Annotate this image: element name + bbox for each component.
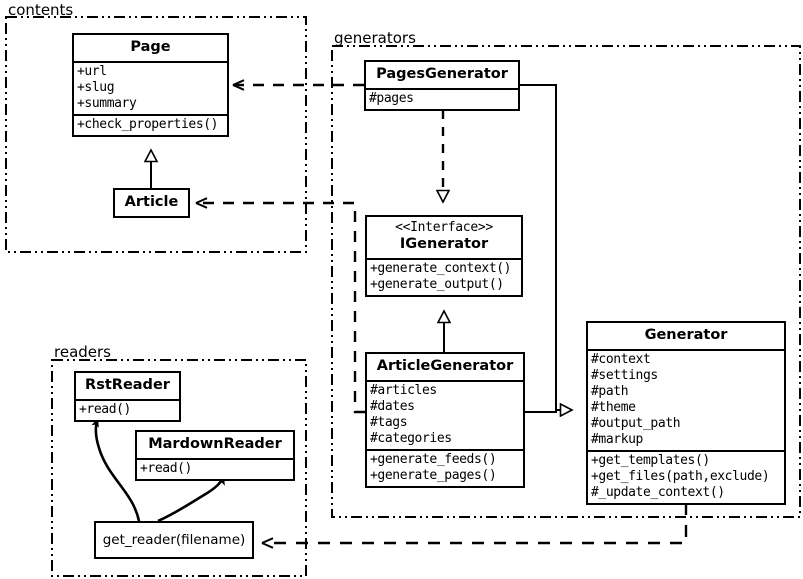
operation-row: +generate_pages(): [370, 467, 497, 483]
attribute-row: #categories: [370, 430, 452, 446]
operation-row: +get_templates(): [591, 452, 710, 468]
class-box-mardown-reader[interactable]: MardownReader +read(): [135, 430, 295, 481]
attribute-row: #markup: [591, 431, 643, 447]
operation-row: +generate_context(): [370, 260, 512, 276]
class-stereotype-igenerator: <<Interface>>: [395, 220, 493, 235]
class-box-article-generator[interactable]: ArticleGenerator #articles #dates #tags …: [365, 352, 525, 488]
class-title-page: Page: [130, 39, 171, 55]
operation-row: +generate_output(): [370, 276, 504, 292]
attribute-row: #articles: [370, 382, 437, 398]
class-attributes-generator: #context #settings #path #theme #output_…: [588, 348, 784, 450]
class-name-igenerator: IGenerator: [399, 235, 489, 252]
attribute-row: +slug: [77, 79, 115, 95]
operation-row: #_update_context(): [591, 484, 725, 500]
relationship-get-reader-returns-rst-reader: [91, 417, 141, 522]
relationship-get-reader-returns-mardown-reader: [157, 475, 226, 523]
attribute-row: +url: [77, 63, 107, 79]
class-attributes-page: +url +slug +summary: [74, 60, 227, 114]
attribute-row: #tags: [370, 414, 408, 430]
class-title-mardown-reader: MardownReader: [148, 436, 282, 452]
class-title-igenerator: <<Interface>> IGenerator: [367, 217, 521, 258]
relationship-articlegenerator-extends-generator: [525, 410, 557, 413]
class-title-generator: Generator: [644, 327, 728, 343]
attribute-row: #dates: [370, 398, 415, 414]
operation-row: +get_files(path,exclude): [591, 468, 770, 484]
class-title-article-generator: ArticleGenerator: [376, 358, 514, 374]
attribute-row: #output_path: [591, 415, 681, 431]
class-box-page[interactable]: Page +url +slug +summary +check_properti…: [72, 33, 229, 137]
class-operations-page: +check_properties(): [74, 113, 227, 135]
class-title-pages-generator: PagesGenerator: [376, 66, 508, 82]
class-attributes-pages-generator: #pages: [366, 87, 518, 109]
class-box-igenerator[interactable]: <<Interface>> IGenerator +generate_conte…: [365, 215, 523, 297]
class-operations-igenerator: +generate_context() +generate_output(): [367, 257, 521, 295]
class-operations-article-generator: +generate_feeds() +generate_pages(): [367, 448, 523, 486]
class-box-pages-generator[interactable]: PagesGenerator #pages: [364, 60, 520, 111]
class-attributes-article-generator: #articles #dates #tags #categories: [367, 379, 523, 449]
attribute-row: #settings: [591, 367, 658, 383]
attribute-row: #pages: [369, 90, 414, 106]
class-operations-generator: +get_templates() +get_files(path,exclude…: [588, 449, 784, 503]
class-box-article[interactable]: Article: [113, 188, 190, 218]
relationship-articlegenerator-uses-article: [195, 197, 365, 414]
package-label-generators: generators: [334, 29, 416, 47]
class-operations-mardown-reader: +read(): [137, 457, 293, 479]
operation-row: +read(): [140, 460, 192, 476]
package-label-readers: readers: [54, 343, 111, 361]
attribute-row: #theme: [591, 399, 636, 415]
function-box-get-reader[interactable]: get_reader(filename): [94, 521, 254, 559]
attribute-row: #context: [591, 351, 651, 367]
attribute-row: #path: [591, 383, 629, 399]
attribute-row: +summary: [77, 95, 137, 111]
operation-row: +generate_feeds(): [370, 451, 497, 467]
class-title-rst-reader: RstReader: [85, 377, 170, 393]
function-label-get-reader: get_reader(filename): [102, 532, 246, 548]
class-title-article: Article: [124, 194, 179, 210]
relationship-pagesgenerator-extends-generator: [520, 84, 572, 410]
operation-row: +check_properties(): [77, 116, 219, 132]
relationship-generator-uses-get-reader: [261, 503, 688, 549]
package-label-contents: contents: [8, 1, 74, 19]
operation-row: +read(): [79, 401, 131, 417]
class-box-generator[interactable]: Generator #context #settings #path #them…: [586, 321, 786, 505]
class-operations-rst-reader: +read(): [76, 398, 179, 420]
class-box-rst-reader[interactable]: RstReader +read(): [74, 371, 181, 422]
